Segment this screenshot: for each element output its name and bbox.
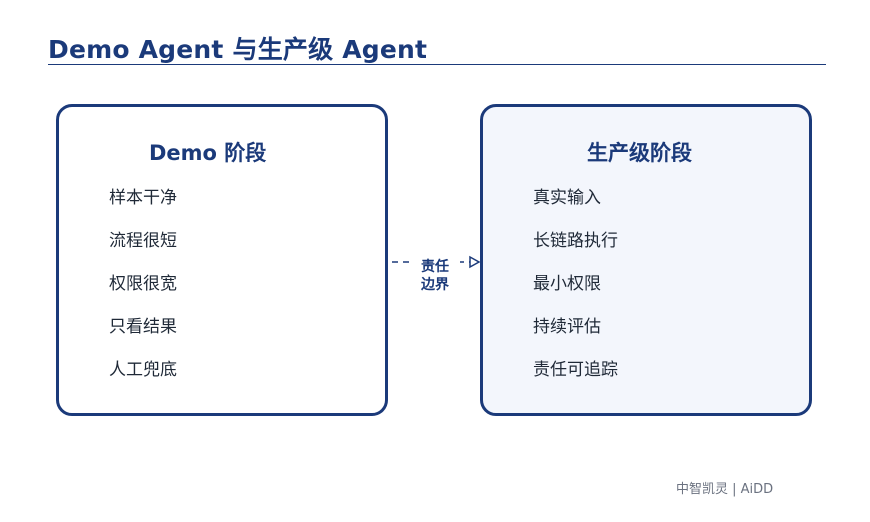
connector-label-line2: 边界 [421, 277, 449, 293]
list-item: 真实输入 [533, 188, 601, 208]
connector-label: 责任 边界 [410, 258, 460, 294]
list-item: 人工兜底 [109, 360, 177, 380]
list-item: 责任可追踪 [533, 360, 618, 380]
list-item: 流程很短 [109, 231, 177, 251]
footer-brand: 中智凯灵 | AiDD [676, 482, 774, 497]
demo-stage-list: 样本干净 流程很短 权限很宽 只看结果 人工兜底 [109, 187, 177, 402]
production-stage-title: 生产级阶段 [587, 141, 692, 165]
demo-stage-box: Demo 阶段 样本干净 流程很短 权限很宽 只看结果 人工兜底 [56, 104, 388, 416]
list-item: 只看结果 [109, 317, 177, 337]
list-item: 样本干净 [109, 188, 177, 208]
production-stage-list: 真实输入 长链路执行 最小权限 持续评估 责任可追踪 [533, 187, 618, 402]
list-item: 权限很宽 [109, 274, 177, 294]
title-divider [48, 64, 826, 65]
arrow-head-icon [469, 255, 481, 269]
list-item: 最小权限 [533, 274, 601, 294]
page-title: Demo Agent 与生产级 Agent [48, 35, 428, 64]
production-stage-box: 生产级阶段 真实输入 长链路执行 最小权限 持续评估 责任可追踪 [480, 104, 812, 416]
list-item: 持续评估 [533, 317, 601, 337]
demo-stage-title: Demo 阶段 [149, 141, 267, 165]
list-item: 长链路执行 [533, 231, 618, 251]
connector-label-line1: 责任 [421, 259, 449, 275]
